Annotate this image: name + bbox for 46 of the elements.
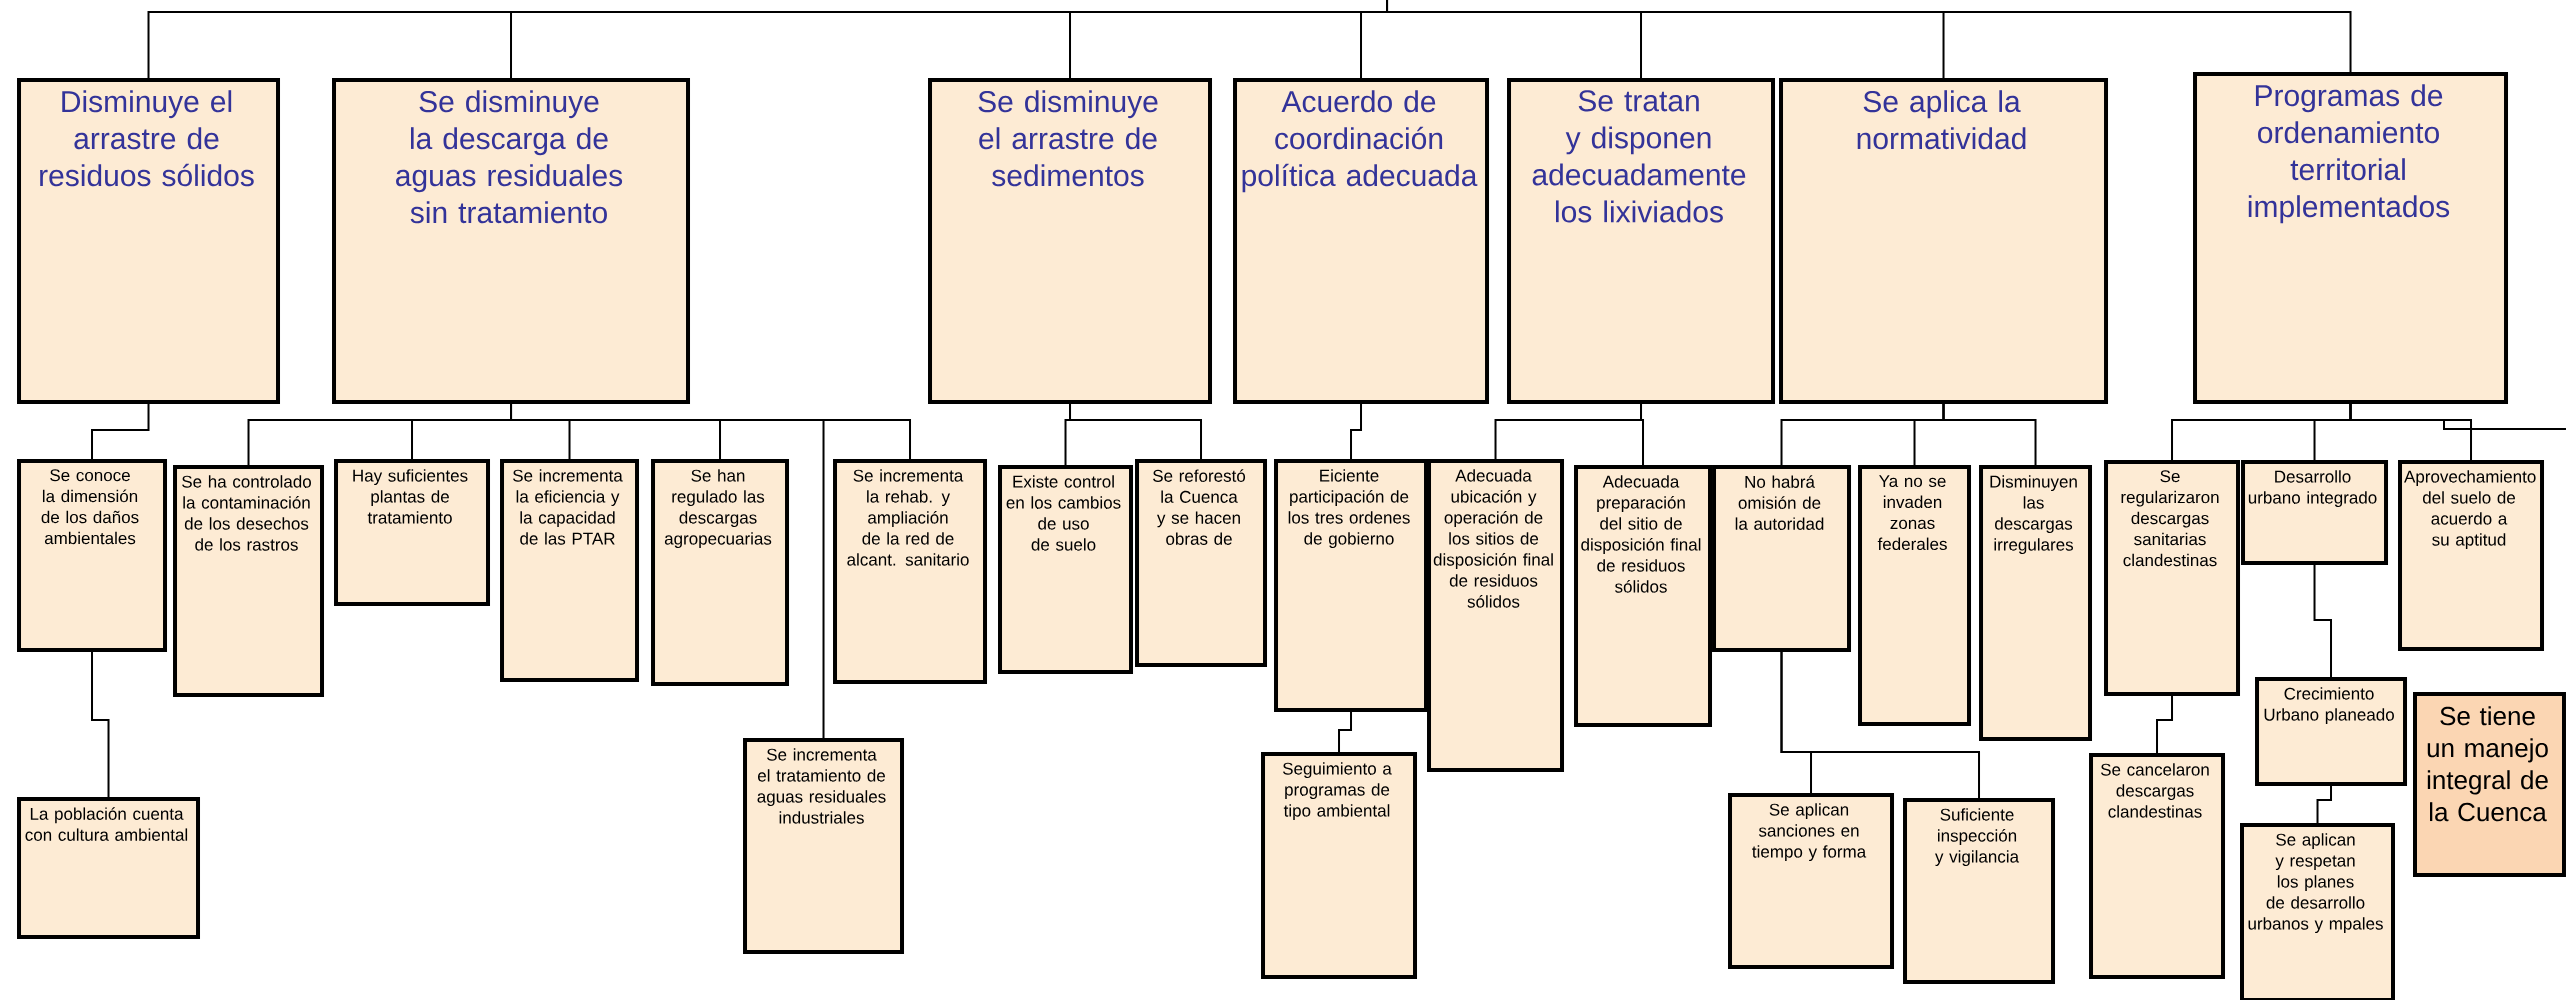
process-box: Se disminuye la descarga de aguas residuales sin tratamiento <box>332 78 690 404</box>
process-box: Disminuye el arrastre de residuos sólidos <box>17 78 280 404</box>
connector-line <box>1338 711 1352 753</box>
process-box: Existe control en los cambios de uso de suelo <box>998 465 1133 674</box>
process-box: Se disminuye el arrastre de sedimentos <box>928 78 1212 404</box>
connector-line <box>1350 403 1362 460</box>
process-box: Se conoce la dimensión de los daños ambientales <box>17 459 167 652</box>
process-box: La población cuenta con cultura ambiental <box>17 797 200 939</box>
connector-line <box>510 403 911 460</box>
process-box: Crecimiento Urbano planeado <box>2255 677 2407 786</box>
connector-line <box>91 403 150 460</box>
process-box: Se ha controlado la contaminación de los desechos de los rastros <box>173 465 324 697</box>
process-box: Se tratan y disponen adecuadamente los lixiviados <box>1507 78 1775 404</box>
process-box: Se reforestó la Cuenca y se hacen obras de <box>1135 459 1267 667</box>
process-box: Programas de ordenamiento territorial implementados <box>2193 72 2508 404</box>
connector-line <box>2316 785 2332 824</box>
connector-line <box>2313 564 2332 678</box>
connector-line <box>2156 695 2173 754</box>
process-box: Adecuada ubicación y operación de los sitios de disposición final de residuos sólidos <box>1427 459 1564 772</box>
process-box: Adecuada preparación del sitio de disposición final de residuos sólidos <box>1574 465 1712 727</box>
process-box: Se tiene un manejo integral de la Cuenca <box>2413 692 2566 877</box>
connector-line <box>1069 403 1202 460</box>
connector-line <box>1386 0 2352 73</box>
process-box: Se aplican sanciones en tiempo y forma <box>1728 793 1894 969</box>
process-box: Desarrollo urbano integrado <box>2241 460 2388 565</box>
connector-line <box>1640 403 1644 466</box>
process-box: Suficiente inspección y vigilancia <box>1903 798 2055 984</box>
process-box: Hay suficientes plantas de tratamiento <box>334 459 490 606</box>
process-box: Ya no se invaden zonas federales <box>1858 465 1971 726</box>
process-box: Aprovechamiento del suelo de acuerdo a su aptitud <box>2398 460 2544 651</box>
process-box: Acuerdo de coordinación política adecuada <box>1233 78 1489 404</box>
connector-line <box>1780 651 1980 799</box>
process-box: Eiciente participación de los tres ordenes de gobierno <box>1274 459 1428 712</box>
process-box: Se incrementa el tratamiento de aguas residuales industriales <box>743 738 904 954</box>
process-box: Se aplica la normatividad <box>1779 78 2108 404</box>
process-box: Seguimiento a programas de tipo ambiental <box>1261 752 1417 979</box>
process-box: Disminuyen las descargas irregulares <box>1979 465 2092 741</box>
process-box: No habrá omisión de la autoridad <box>1712 465 1851 652</box>
connector-line <box>2349 403 2566 430</box>
process-box: Se cancelaron descargas clandestinas <box>2089 753 2225 979</box>
connector-line <box>91 651 110 798</box>
process-box: Se aplican y respetan los planes de desarrollo urbanos y mpales <box>2240 823 2395 1000</box>
process-box: Se incrementa la eficiencia y la capacidad de las PTAR <box>500 459 639 682</box>
process-box: Se incrementa la rehab. y ampliación de la red de alcant. sanitario <box>833 459 987 684</box>
connector-line <box>1942 403 2037 466</box>
process-box: Se han regulado las descargas agropecuarias <box>651 459 789 686</box>
